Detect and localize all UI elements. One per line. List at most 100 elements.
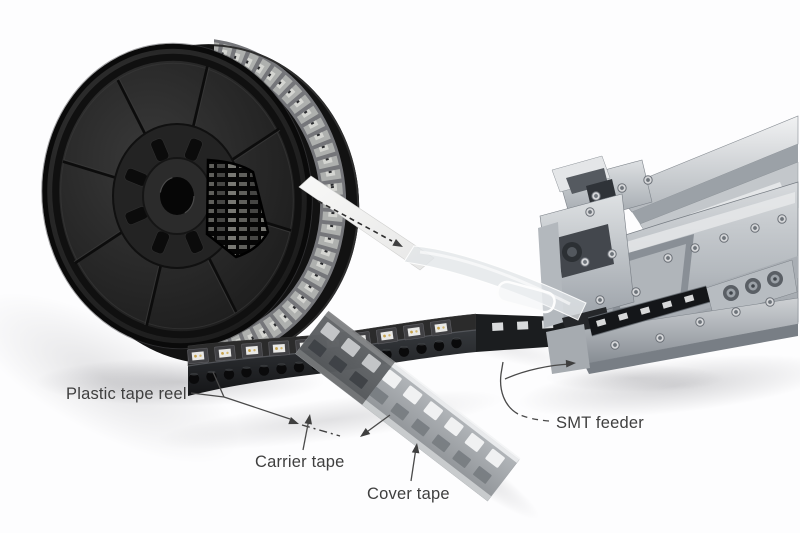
label-cover-tape: Cover tape <box>367 485 450 503</box>
bearing-pin <box>751 284 755 288</box>
tape-pocket <box>268 340 290 357</box>
feeder-arm-underside <box>632 144 798 224</box>
window-bar <box>217 218 225 222</box>
window-bar <box>217 173 225 177</box>
component-gold-dot <box>275 347 278 350</box>
channel-rails <box>587 285 711 337</box>
sprocket-hole <box>223 369 235 380</box>
window-bar <box>239 227 247 231</box>
reel-spoke <box>191 66 210 129</box>
diag-outer-window <box>320 322 340 342</box>
diag-outer-window <box>341 338 361 357</box>
component <box>191 351 205 361</box>
leader-carrier-tape <box>302 418 310 451</box>
cover-tape-diagonal <box>295 310 521 502</box>
component-gold-dot <box>248 349 251 352</box>
window-bar <box>207 209 214 213</box>
arrowhead <box>565 359 576 368</box>
window-bar <box>228 173 236 177</box>
feeder-tape-channel <box>587 285 711 337</box>
sprocket-hole <box>188 373 200 384</box>
component-gold-dot <box>410 330 413 334</box>
hole-highlight <box>295 361 303 365</box>
diag-outer-window <box>382 369 402 389</box>
component-gold-dot <box>388 334 391 337</box>
component-gold-dot <box>221 351 224 355</box>
arrowhead <box>360 427 371 437</box>
base-front-lip <box>584 324 798 374</box>
screw-cross <box>666 256 670 260</box>
screw-cross <box>620 186 624 190</box>
front-rim-ring <box>52 53 302 339</box>
reel-spoke <box>229 127 281 163</box>
channel-chip <box>662 300 673 309</box>
hole-highlight <box>435 340 443 343</box>
leader-line <box>190 371 291 420</box>
cover-tape-loop <box>403 245 587 321</box>
window-bar <box>217 209 225 213</box>
window-bar <box>239 200 247 204</box>
roller-bearings <box>723 271 783 301</box>
feed-direction-arrow-line <box>504 363 571 380</box>
hole-highlight <box>382 348 391 352</box>
window-bar <box>239 173 247 177</box>
arrowhead <box>288 417 299 425</box>
component <box>272 343 286 353</box>
screw-cross <box>658 336 662 340</box>
bearing-pin <box>729 291 733 295</box>
sprocket-hole <box>416 343 427 354</box>
diag-outer-window <box>423 401 443 421</box>
diag-inner-window <box>349 371 368 389</box>
window-edge <box>205 158 270 259</box>
tape-pocket <box>187 347 209 365</box>
window-bar <box>217 200 225 204</box>
head-top-clamp <box>551 155 611 193</box>
tape-pocket <box>214 344 236 362</box>
diag-inner-window <box>308 339 327 358</box>
window-bar <box>217 182 225 186</box>
arrowhead <box>304 414 313 425</box>
sprocket-hole <box>293 362 305 373</box>
label-smt-feeder: SMT feeder <box>556 414 644 432</box>
window-bar <box>228 218 236 222</box>
sprocket-hole <box>276 363 287 375</box>
window-bar <box>207 218 214 222</box>
sprocket-hole <box>241 367 252 378</box>
diag-outer-window <box>402 385 423 405</box>
component-gold-dot <box>415 330 418 333</box>
arrowhead <box>411 443 420 454</box>
screw-cross <box>768 300 772 304</box>
component-gold-dot <box>437 326 440 330</box>
channel-chip <box>596 318 607 327</box>
leader-smt-feeder <box>499 361 571 422</box>
screw-cross <box>722 236 726 240</box>
component-gold-dot <box>280 347 283 350</box>
window-bar <box>228 191 236 195</box>
reel-spoke-highlight <box>63 159 118 177</box>
hole-highlight <box>277 363 286 366</box>
reel-window <box>205 158 270 259</box>
window-bar <box>250 191 258 195</box>
component-gold-dot <box>199 354 202 357</box>
smt-feeder <box>538 115 799 374</box>
bearing-pin <box>773 277 777 281</box>
diag-inner-window <box>431 434 451 453</box>
diag-inner-window <box>390 402 410 421</box>
window-bar <box>239 218 247 222</box>
diag-inner-window <box>411 418 430 437</box>
screw-cross <box>588 210 592 214</box>
component-gold-dot <box>253 348 256 352</box>
window-bar <box>228 182 236 186</box>
component <box>245 345 259 355</box>
window-bar <box>261 227 268 231</box>
channel-components <box>596 294 695 327</box>
diag-inner-window <box>452 450 472 468</box>
diag-outer-window <box>485 448 505 468</box>
window-bar <box>239 236 247 240</box>
front-rim-highlight <box>60 62 294 330</box>
reel-spoke-highlight <box>118 78 148 135</box>
reel-spoke <box>73 229 125 265</box>
leader-dashdot <box>301 424 341 437</box>
hole-highlight <box>190 373 198 376</box>
